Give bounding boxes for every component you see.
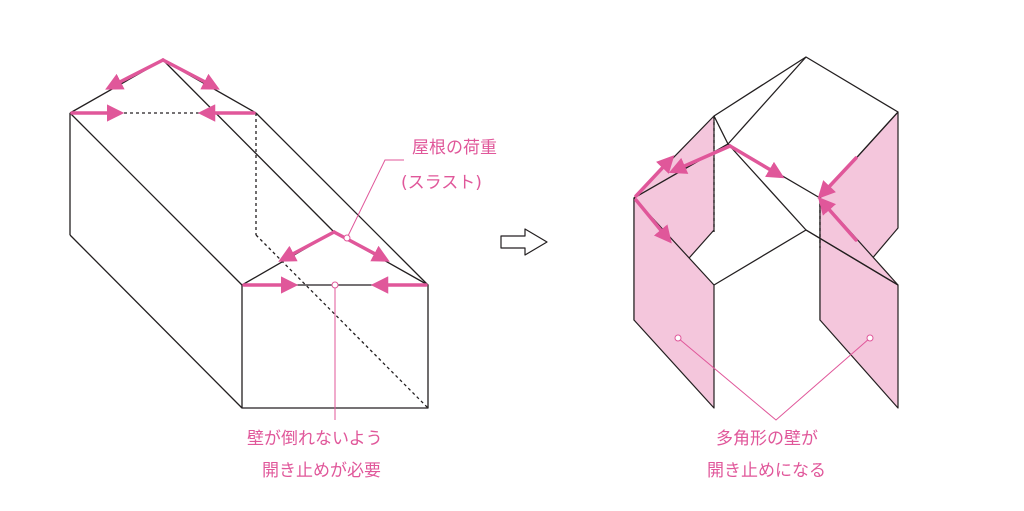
polygon-house-figure: [633, 56, 899, 409]
thrust-arrow: [817, 156, 858, 199]
thrust-arrows-right: [634, 144, 858, 244]
thrust-arrows-left: [70, 58, 428, 294]
wall-leader: [677, 337, 871, 421]
thrust-arrow: [817, 196, 858, 242]
thrust-arrow: [668, 144, 732, 174]
thrust-arrow: [634, 155, 675, 198]
thrust-leader-dot: [343, 234, 351, 242]
thrust-arrow: [161, 58, 220, 90]
thrust-arrow: [332, 230, 390, 262]
wall-leader-dot: [866, 334, 874, 342]
right-note-sublabel: 開き止めになる: [707, 461, 826, 481]
leader-lines-left: [331, 159, 404, 420]
roof-thrust-sublabel: (スラスト): [401, 173, 482, 193]
roof-ridge: [162, 59, 335, 233]
transition-arrow-icon: [500, 228, 548, 256]
left-note-label: 壁が倒れないよう: [247, 429, 383, 449]
wall-leader-dot: [331, 281, 339, 289]
inner-edge: [727, 143, 807, 231]
thrust-leader: [346, 159, 404, 239]
roof-edge: [255, 112, 429, 286]
leader-lines-right: [674, 334, 874, 421]
thrust-arrow: [105, 58, 165, 90]
roof-ridge: [713, 115, 821, 199]
roof-edge: [727, 56, 807, 145]
roof-edge: [713, 56, 899, 117]
wall-leader-dot: [674, 334, 682, 342]
wall-panel: [633, 197, 715, 409]
thrust-arrow: [728, 144, 785, 179]
box-edge: [69, 112, 243, 286]
front-gable: [241, 231, 429, 286]
hidden-edge: [255, 234, 429, 409]
inner-edge: [805, 229, 899, 286]
left-note-sublabel: 開き止めが必要: [262, 461, 381, 481]
thrust-arrow: [634, 198, 672, 244]
box-edge: [69, 234, 243, 409]
thrust-arrow: [278, 230, 336, 262]
roof-thrust-label: 屋根の荷重: [412, 138, 497, 158]
right-note-label: 多角形の壁が: [716, 429, 818, 449]
